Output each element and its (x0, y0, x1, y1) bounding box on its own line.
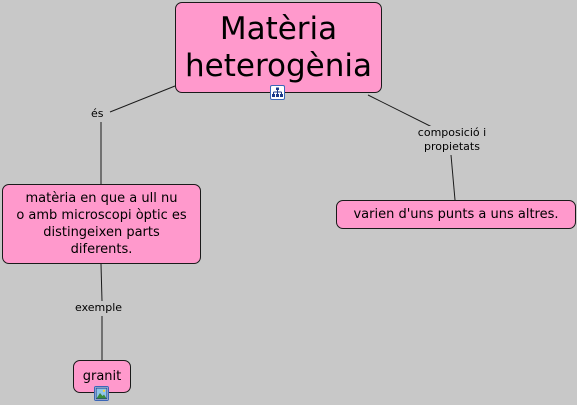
image-icon[interactable] (94, 386, 109, 401)
concept-map-icon-graphic (272, 87, 283, 97)
link-label-exemple: exemple (74, 301, 124, 315)
concept-map-icon[interactable] (270, 85, 285, 100)
concept-node-text: granit (82, 368, 122, 384)
link-definition-to-label-exemple (100, 263, 103, 302)
link-label-composition-to-properties (450, 154, 456, 201)
link-main-to-label-composition (367, 94, 435, 129)
concept-node-text: matèria en que a ull nu o amb microscopi… (16, 191, 187, 257)
concept-node-definition[interactable]: matèria en que a ull nu o amb microscopi… (2, 184, 201, 264)
image-icon-graphic (95, 387, 108, 400)
concept-node-properties[interactable]: varien d'uns punts a uns altres. (336, 200, 576, 229)
link-main-to-label-es (109, 85, 176, 113)
link-label-composition: composició i propietats (410, 126, 494, 154)
concept-node-text: varien d'uns punts a uns altres. (353, 206, 559, 222)
concept-node-text: Matèria heterogènia (185, 10, 372, 84)
concept-node-materia-heterogenia[interactable]: Matèria heterogènia (175, 2, 382, 93)
link-label-es: és (90, 107, 105, 121)
